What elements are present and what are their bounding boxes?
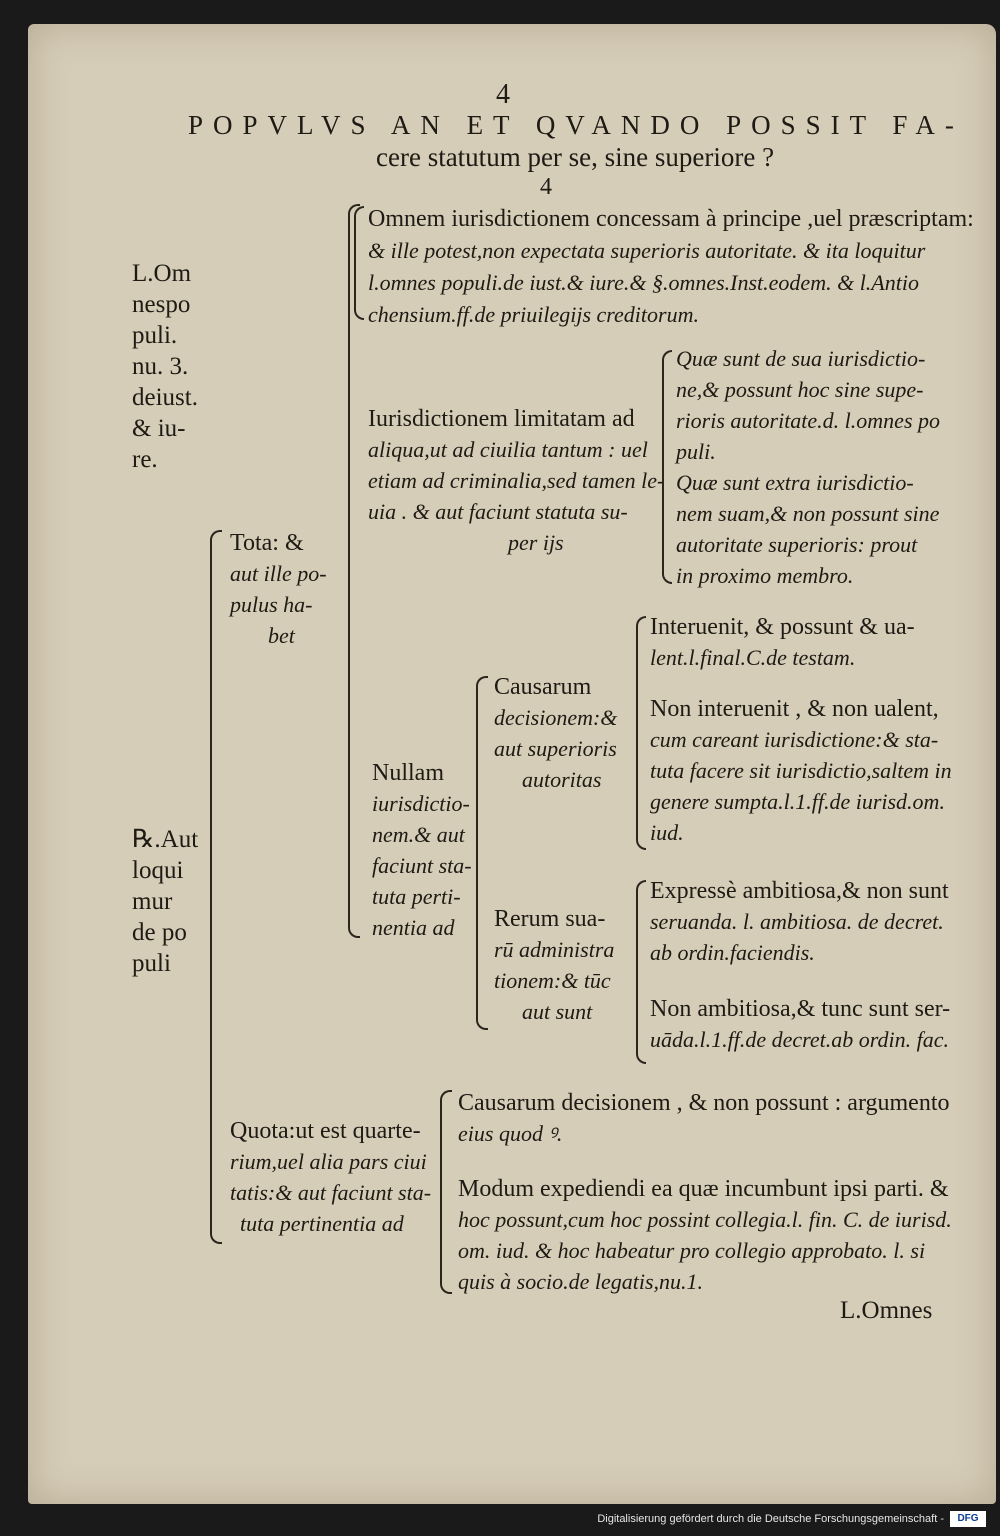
quota-line-3: tatis:& aut faciunt sta- [230,1180,432,1205]
expresse-line-2: seruanda. l. ambitiosa. de decret. [650,909,944,934]
footer-credit: Digitalisierung gefördert durch die Deut… [597,1513,944,1525]
quota-line-1: Quota:ut est quarte- [230,1118,421,1144]
quota-brace [440,1090,452,1294]
non-interuenit-line-3: tuta facere sit iurisdictio,saltem in [650,758,952,783]
iurisd-line-3: etiam ad criminalia,sed tamen le- [368,468,665,493]
page-number: 4 [496,79,510,110]
quae2-line-3: autoritate superioris: prout [676,532,918,557]
dfg-logo-icon: DFG [950,1511,986,1527]
modum-line-2: hoc possunt,cum hoc possint collegia.l. … [458,1207,952,1232]
causarum1-line-4: autoritas [522,767,602,792]
modum-line-3: om. iud. & hoc habeatur pro collegio app… [458,1238,926,1263]
quae2-line-2: nem suam,& non possunt sine [676,501,940,526]
iurisd-line-5: per ijs [508,530,564,555]
quae1-line-3: rioris autoritate.d. l.omnes po [676,408,941,433]
quota-line-2: rium,uel alia pars ciui [230,1149,427,1174]
tota-brace [348,204,360,938]
causarum2-line-2: eius quod ꝰ. [458,1121,563,1146]
tota-line-3: pulus ha- [230,592,313,617]
nullam-line-6: nentia ad [372,915,455,940]
causarum1-line-3: aut superioris [494,736,617,761]
causarum1-line-2: decisionem:& [494,705,618,730]
causarum2-line-1: Causarum decisionem , & non possunt : ar… [458,1090,950,1116]
quae-brace [662,350,672,584]
quae1-line-1: Quæ sunt de sua iurisdictio- [676,346,926,371]
interuenit-line-2: lent.l.final.C.de testam. [650,645,856,670]
nullam-line-1: Nullam [372,760,444,786]
quae1-line-2: ne,& possunt hoc sine supe- [676,377,924,402]
tota-line-1: Tota: & [230,530,304,556]
rerum-line-3: tionem:& tūc [494,968,611,993]
quota-line-4: tuta pertinentia ad [240,1211,404,1236]
omnem-line-1: Omnem iurisdictionem concessam à princip… [368,206,974,232]
rerum-line-4: aut sunt [522,999,593,1024]
non-ambitiosa-line-1: Non ambitiosa,& tunc sunt ser- [650,996,951,1022]
omnem-line-4: chensium.ff.de priuilegijs creditorum. [368,302,699,327]
non-ambitiosa-line-2: uāda.l.1.ff.de decret.ab ordin. fac. [650,1027,949,1052]
iurisd-line-4: uia . & aut faciunt statuta su- [368,499,628,524]
nullam-line-5: tuta perti- [372,884,461,909]
tota-line-4: bet [268,623,295,648]
omnem-brace [354,206,364,320]
rerum-line-2: rū administra [494,937,615,962]
tota-line-2: aut ille po- [230,561,327,586]
non-interuenit-line-5: iud. [650,820,684,845]
rerum-line-1: Rerum sua- [494,906,606,932]
omnem-line-2: & ille potest,non expectata superioris a… [368,238,926,263]
nullam-line-3: nem.& aut [372,822,465,847]
causarum1-line-1: Causarum [494,674,592,700]
nullam-line-4: faciunt sta- [372,853,472,878]
page-heading-line2: cere statutum per se, sine superiore ? [376,142,775,172]
non-interuenit-line-1: Non interuenit , & non ualent, [650,696,939,722]
non-interuenit-line-2: cum careant iurisdictione:& sta- [650,727,939,752]
expresse-line-1: Expressè ambitiosa,& non sunt [650,878,949,904]
main-brace [210,530,222,1244]
footer-bar: Digitalisierung gefördert durch die Deut… [0,1504,1000,1536]
non-interuenit-line-4: genere sumpta.l.1.ff.de iurisd.om. [650,789,945,814]
modum-line-4: quis à socio.de legatis,nu.1. [458,1269,704,1294]
quae2-line-1: Quæ sunt extra iurisdictio- [676,470,914,495]
expresse-line-3: ab ordin.faciendis. [650,940,815,965]
catchword: L.Omnes [840,1297,933,1324]
iurisd-line-2: aliqua,ut ad ciuilia tantum : uel [368,437,648,462]
nullam-brace [476,676,488,1030]
interuenit-line-1: Interuenit, & possunt & ua- [650,614,915,640]
modum-line-1: Modum expediendi ea quæ incumbunt ipsi p… [458,1176,949,1202]
quae1-line-4: puli. [676,439,716,464]
quae2-line-4: in proximo membro. [676,563,854,588]
sub-number: 4 [540,174,552,200]
omnem-line-3: l.omnes populi.de iust.& iure.& §.omnes.… [368,270,919,295]
iurisd-line-1: Iurisdictionem limitatam ad [368,406,635,432]
nullam-line-2: iurisdictio- [372,791,470,816]
ambitiosa-brace [636,880,646,1064]
page-heading-line1: POPVLVS AN ET QVANDO POSSIT FA- [188,110,964,140]
scanned-page: 4 POPVLVS AN ET QVANDO POSSIT FA- cere s… [28,24,996,1504]
interuenit-brace [636,616,646,850]
